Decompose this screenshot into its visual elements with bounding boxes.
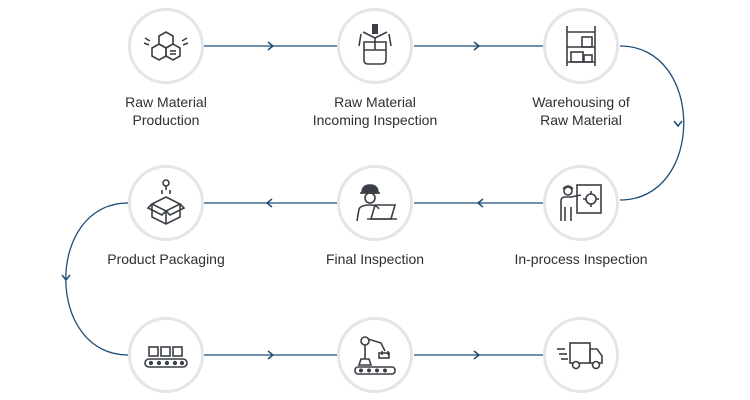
conveyor-boxes-icon bbox=[144, 346, 188, 368]
step-node-final-inspection bbox=[337, 165, 413, 241]
worker-gear-board-icon bbox=[560, 184, 602, 221]
step-node-robot-arm bbox=[337, 317, 413, 393]
step-label-line: Production bbox=[132, 112, 200, 128]
lab-beaker-icon bbox=[358, 24, 392, 65]
step-label-in-process-inspection: In-process Inspection bbox=[491, 250, 671, 268]
step-label-line: Incoming Inspection bbox=[312, 112, 438, 128]
step-label-line: Warehousing of bbox=[532, 94, 630, 110]
step-label-incoming-inspection: Raw Material Incoming Inspection bbox=[285, 93, 465, 129]
arrow-left-icon bbox=[265, 198, 273, 208]
step-label-line: Final Inspection bbox=[325, 251, 425, 267]
delivery-truck-icon bbox=[557, 342, 603, 370]
step-node-incoming-inspection bbox=[337, 8, 413, 84]
robot-arm-icon bbox=[354, 336, 396, 375]
step-node-conveyor bbox=[128, 317, 204, 393]
step-node-warehousing bbox=[543, 8, 619, 84]
arrow-right-icon bbox=[267, 41, 275, 51]
step-label-final-inspection: Final Inspection bbox=[285, 250, 465, 268]
arrow-down-icon bbox=[61, 274, 71, 282]
step-node-raw-material-production bbox=[128, 8, 204, 84]
arrow-right-icon bbox=[267, 350, 275, 360]
step-label-line: Raw Material bbox=[540, 112, 622, 128]
step-label-product-packaging: Product Packaging bbox=[76, 250, 256, 268]
warehouse-shelf-icon bbox=[566, 26, 596, 66]
molecule-icon bbox=[143, 31, 189, 61]
step-label-line: In-process Inspection bbox=[514, 251, 648, 267]
step-node-product-packaging bbox=[128, 165, 204, 241]
connector-3-4 bbox=[619, 45, 685, 201]
step-node-delivery bbox=[543, 317, 619, 393]
arrow-right-icon bbox=[473, 350, 481, 360]
arrow-down-icon bbox=[673, 120, 683, 128]
robot-box-icon bbox=[146, 179, 186, 225]
step-label-line: Product Packaging bbox=[107, 251, 225, 267]
engineer-laptop-icon bbox=[356, 184, 397, 222]
step-node-in-process-inspection bbox=[543, 165, 619, 241]
step-label-raw-material-production: Raw Material Production bbox=[76, 93, 256, 129]
arrow-right-icon bbox=[473, 41, 481, 51]
step-label-warehousing: Warehousing of Raw Material bbox=[491, 93, 671, 129]
arrow-left-icon bbox=[476, 198, 484, 208]
step-label-line: Raw Material bbox=[125, 94, 207, 110]
step-label-line: Raw Material bbox=[334, 94, 416, 110]
connector-6-7 bbox=[65, 202, 129, 356]
